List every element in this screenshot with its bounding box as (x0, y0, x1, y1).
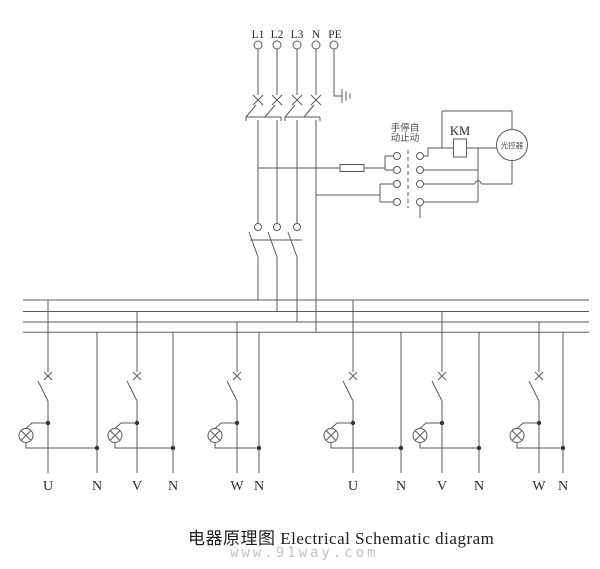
branch-wires (114, 311, 174, 473)
terminal-circle-L1 (253, 40, 263, 50)
junction-dot (45, 420, 51, 426)
km-contact-terminal (254, 223, 262, 231)
terminal-label: N (168, 479, 178, 494)
label-PE: PE (328, 29, 341, 41)
km-contact-terminal (293, 223, 301, 231)
breaker-blades (245, 104, 315, 118)
junction-dot (536, 420, 542, 426)
branch-wires (330, 300, 402, 473)
selector-contact (416, 166, 424, 174)
branch-wires (516, 322, 564, 473)
junction-dot (134, 420, 140, 426)
photocell-label: 光控器 (501, 140, 524, 150)
terminal-circle-PE (329, 40, 339, 50)
junction-dot (439, 420, 445, 426)
terminal-label: N (474, 479, 484, 494)
junction-dot (256, 445, 262, 451)
junction-dot (476, 445, 482, 451)
junction-dot (170, 445, 176, 451)
contactor-coil-label: KM (450, 124, 470, 138)
branch-wires (419, 311, 480, 473)
label-L2: L2 (271, 29, 284, 41)
supply-terminals (253, 40, 339, 50)
selector-contact (393, 180, 401, 188)
contactor-coil (453, 138, 467, 158)
junction-dot (560, 445, 566, 451)
breaker-x-marks (252, 94, 322, 106)
selector-label-line2: 动止动 (391, 132, 420, 144)
feeder-wires (257, 120, 317, 333)
terminal-circle-L2 (272, 40, 282, 50)
selector-contact (393, 166, 401, 174)
lamp-branch-2: V N (107, 311, 178, 494)
terminal-label: W (532, 479, 546, 494)
selector-contact (416, 180, 424, 188)
terminal-label: N (92, 479, 102, 494)
km-contact-blades (248, 231, 298, 258)
terminal-label: U (348, 479, 358, 494)
fuse (339, 164, 365, 172)
control-feed (258, 155, 394, 203)
km-contact-terminal (273, 223, 281, 231)
breaker-link-bars (245, 116, 321, 121)
label-L3: L3 (291, 29, 304, 41)
junction-dot (234, 420, 240, 426)
bus-bars (23, 299, 589, 333)
junction-dot (94, 445, 100, 451)
terminal-label: N (254, 479, 264, 494)
label-L1: L1 (252, 29, 265, 41)
fuse-wires (258, 155, 394, 203)
terminal-circle-N (311, 40, 321, 50)
control-loop: KM 光控器 (423, 110, 528, 185)
terminal-label: U (43, 479, 53, 494)
terminal-label: V (437, 479, 447, 494)
km-main-contacts (248, 223, 302, 322)
selector-output-wires (419, 147, 479, 218)
lamp-x (20, 430, 32, 441)
mode-selector-switch: 手停自 动止动 (391, 122, 479, 218)
main-breaker (245, 94, 322, 121)
label-N: N (312, 29, 321, 41)
supply-labels: L1 L2 L3 N PE (252, 29, 342, 41)
lamp-branch-1: U N (18, 300, 102, 494)
junction-dot (350, 420, 356, 426)
control-top-rail (441, 110, 513, 148)
terminal-label: N (396, 479, 406, 494)
branch-wires (25, 300, 98, 473)
lamp-branch-6: W N (509, 322, 568, 494)
terminal-label: W (230, 479, 244, 494)
wire-hop (474, 180, 482, 185)
terminal-label: N (558, 479, 568, 494)
lamp-branch-5: V N (412, 311, 484, 494)
lamp-x (414, 430, 426, 441)
diagram-caption: 电器原理图 Electrical Schematic diagram (188, 529, 495, 548)
branch-wires (214, 322, 260, 473)
selector-contact (416, 198, 424, 206)
lamp-x (109, 430, 121, 441)
watermark-text: www.91way.com (230, 545, 379, 561)
lamp-branch-3: W N (207, 322, 264, 494)
lamp-x (209, 430, 221, 441)
selector-contact (416, 152, 424, 160)
selector-label-line1: 手停自 (391, 122, 420, 134)
terminal-circle-L3 (292, 40, 302, 50)
lamp-x (511, 430, 523, 441)
lamp-x (325, 430, 337, 441)
lamp-branch-4: U N (323, 300, 406, 494)
supply-drop-wires (257, 49, 342, 97)
km-contact-outputs (257, 257, 298, 322)
selector-contact (393, 198, 401, 206)
photocell-return-wire (423, 160, 513, 185)
junction-dot (398, 445, 404, 451)
selector-contact (393, 152, 401, 160)
earth-ground-symbol (341, 89, 351, 103)
terminal-label: V (132, 479, 142, 494)
